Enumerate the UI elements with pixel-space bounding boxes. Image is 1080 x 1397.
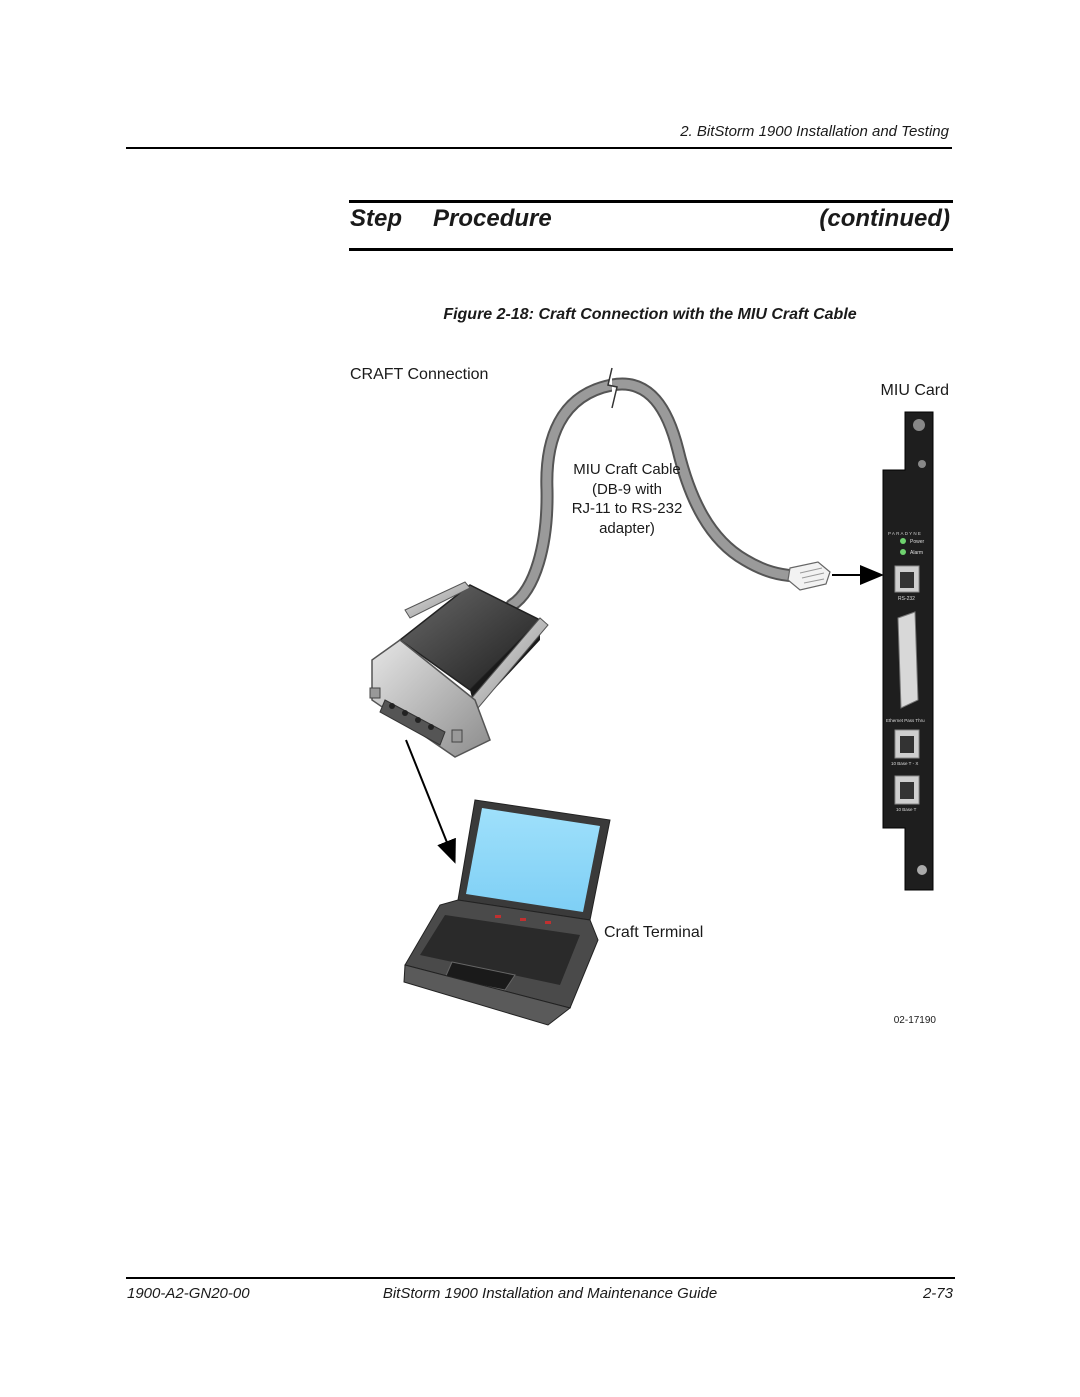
cable-label-line: RJ-11 to RS-232 xyxy=(571,500,683,517)
port2-label: 10 Base T xyxy=(896,807,917,812)
cable-label-line: adapter) xyxy=(599,519,655,537)
header-rule xyxy=(126,147,952,149)
laptop xyxy=(403,799,611,1026)
port1-label: 10 Base T - X xyxy=(891,761,918,766)
step-heading: Step xyxy=(350,205,403,232)
miu-card: PARADYNE Power Alarm RS-232 Ethernet Pas… xyxy=(882,411,934,891)
ethernet-label: Ethernet Pass Thru xyxy=(886,718,925,723)
figure-caption: Figure 2-18: Craft Connection with the M… xyxy=(443,306,857,323)
procedure-heading: Procedure xyxy=(433,205,552,232)
step-top-rule xyxy=(349,200,953,203)
rs232-label: RS-232 xyxy=(898,596,915,602)
craft-connection-label: CRAFT Connection xyxy=(350,366,489,383)
card-screw-icon xyxy=(918,460,926,468)
craft-connection-diagram: PARADYNE Power Alarm RS-232 Ethernet Pas… xyxy=(369,367,934,1026)
craft-cable xyxy=(505,367,802,612)
card-brand: PARADYNE xyxy=(888,531,922,536)
card-screw-icon xyxy=(917,865,927,875)
power-led xyxy=(900,538,906,544)
footer-rule xyxy=(126,1277,955,1279)
alarm-led xyxy=(900,549,906,555)
footer-doc-number: 1900-A2-GN20-00 xyxy=(127,1285,250,1302)
figure-id: 02-17190 xyxy=(893,1015,936,1026)
footer-title: BitStorm 1900 Installation and Maintenan… xyxy=(382,1285,718,1302)
ethernet-db-port xyxy=(897,611,919,709)
step-bottom-rule xyxy=(349,248,953,251)
continued-heading: (continued) xyxy=(819,205,950,232)
terminal-arrow xyxy=(405,739,456,864)
power-label: Power xyxy=(910,539,925,545)
db9-connector xyxy=(369,581,549,758)
craft-terminal-label: Craft Terminal xyxy=(604,924,704,941)
rj11-plug xyxy=(787,561,831,591)
cable-label-line: MIU Craft Cable xyxy=(573,461,681,478)
laptop-screen xyxy=(466,808,600,912)
card-screw-icon xyxy=(913,419,925,431)
footer-page-number: 2-73 xyxy=(922,1285,953,1302)
cable-label: MIU Craft Cable (DB-9 with RJ-11 to RS-2… xyxy=(552,460,702,538)
alarm-label: Alarm xyxy=(910,550,923,556)
running-head: 2. BitStorm 1900 Installation and Testin… xyxy=(680,123,949,140)
cable-label-line: (DB-9 with xyxy=(591,480,662,498)
miu-card-label: MIU Card xyxy=(880,382,949,399)
